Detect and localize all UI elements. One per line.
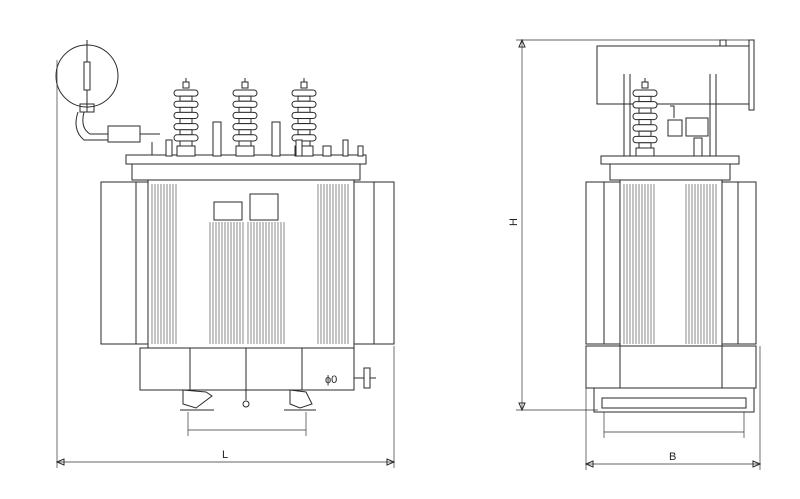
cooling-fins-front	[151, 184, 349, 344]
dimension-wheel-gauge	[187, 412, 307, 436]
wheel-left	[182, 389, 213, 409]
dimension-skid	[603, 412, 745, 438]
dimension-b: B	[584, 346, 762, 470]
radiator-left	[100, 181, 149, 345]
lv-bushings	[165, 121, 364, 157]
drain-valve: ϕ0	[325, 367, 376, 389]
gauge-symbol: ϕ0	[325, 374, 337, 386]
hv-bushings	[173, 78, 317, 157]
conservator-side	[596, 45, 750, 105]
hv-bushing-3	[291, 78, 317, 157]
front-view: ϕ0 L	[55, 40, 396, 468]
base-frame	[139, 347, 355, 391]
base-side	[585, 345, 757, 389]
length-label: L	[222, 449, 228, 461]
cooling-fins-side	[623, 184, 717, 344]
conservator	[55, 40, 160, 156]
wheel-right	[289, 389, 313, 409]
side-bushing-main	[632, 78, 658, 159]
side-bushing	[632, 78, 658, 159]
dimension-h: H	[508, 38, 752, 412]
height-label: H	[508, 218, 520, 226]
hv-bushing-1	[173, 78, 199, 157]
nameplate-right	[249, 193, 279, 221]
side-view: H B	[508, 38, 762, 470]
dimension-l: L	[55, 60, 396, 468]
nameplate-left	[213, 201, 243, 221]
cover-frame	[131, 163, 361, 181]
hv-bushing-2	[232, 78, 258, 157]
width-label: B	[669, 451, 676, 463]
indicator-box	[685, 117, 709, 137]
